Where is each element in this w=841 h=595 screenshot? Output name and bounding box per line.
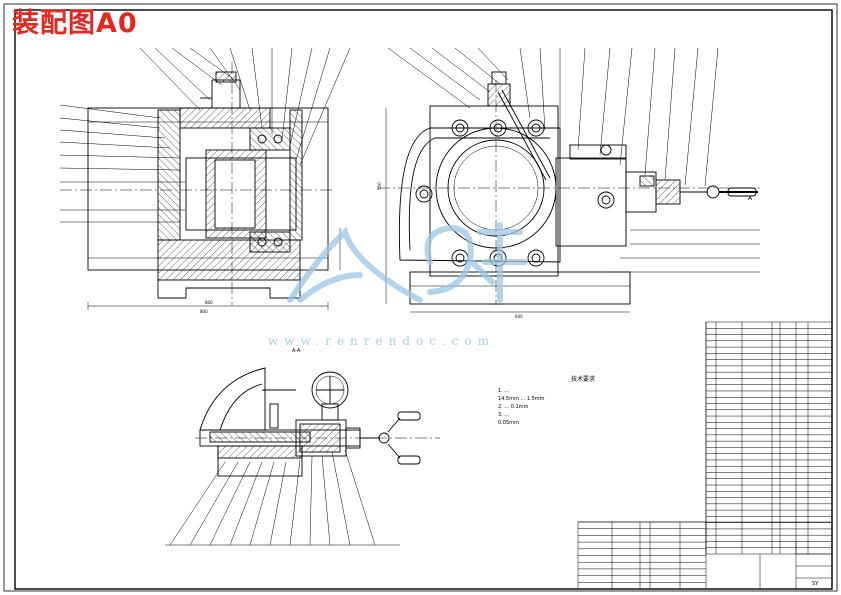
title-block: [577, 521, 833, 590]
left-section-view: [59, 47, 351, 310]
right-front-view: [378, 47, 760, 313]
technical-note-5: 0.05mm: [498, 420, 519, 426]
section-a-a-view: [165, 367, 440, 546]
watermark-url: www.renrendoc.com: [268, 334, 496, 348]
drawing-title: 装配图A0: [12, 8, 138, 39]
dim-width-left: 800: [205, 300, 213, 305]
parts-list-table: [705, 321, 833, 555]
drawing-number: SY: [812, 581, 819, 587]
section-label: A-A: [292, 348, 301, 354]
technical-notes: 技术要求 1. ... 14.5mm ... 1.5mm 2. ... 0.1m…: [498, 376, 668, 427]
technical-note-1: 1. ...: [498, 388, 510, 394]
inner-border: [14, 9, 833, 590]
technical-notes-title: 技术要求: [570, 376, 595, 383]
technical-note-2: 14.5mm ... 1.5mm: [498, 396, 545, 402]
outer-border: [3, 3, 838, 592]
watermark-logo: [287, 222, 528, 303]
technical-note-3: 2. ... 0.1mm: [498, 404, 529, 410]
bolt-holes: [415, 119, 615, 267]
view-label-a: A: [748, 195, 753, 202]
technical-note-4: 3. ...: [498, 412, 510, 418]
